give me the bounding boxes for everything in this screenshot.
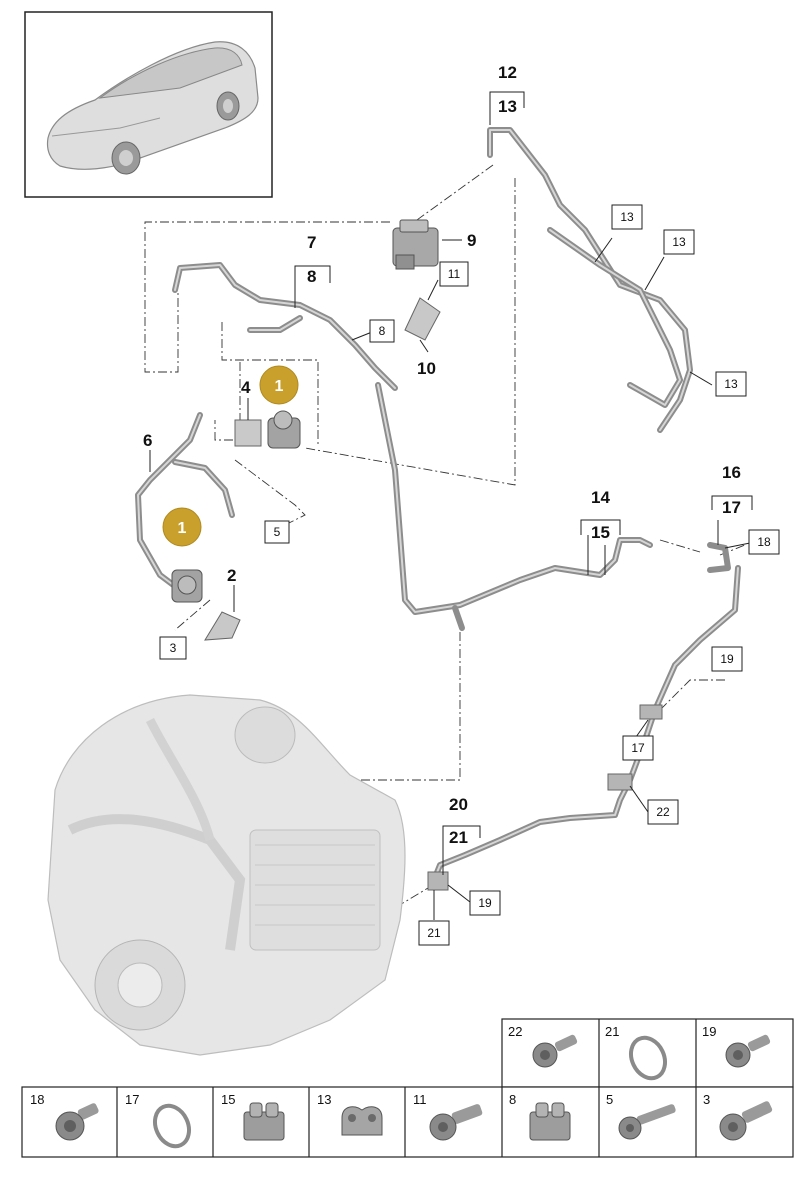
svg-text:19: 19: [702, 1024, 716, 1039]
callout-14: 14: [591, 488, 610, 507]
svg-text:17: 17: [125, 1092, 139, 1107]
hardware-cell-3: 3: [703, 1092, 773, 1141]
svg-text:17: 17: [631, 741, 645, 755]
engine-illustration: [47, 694, 406, 1056]
valve-9-icon: [392, 219, 439, 270]
callout-15: 15: [591, 523, 610, 542]
hardware-cell-17: 17: [125, 1092, 192, 1149]
badge-lower-circle: [162, 507, 202, 547]
svg-text:11: 11: [448, 267, 461, 281]
clip-icon: [243, 1102, 285, 1141]
hardware-cell-19: 19: [702, 1024, 771, 1068]
callout-6: 6: [143, 431, 152, 450]
svg-text:19: 19: [720, 652, 734, 666]
clip-icon: [529, 1102, 571, 1141]
hardware-cell-5: 5: [606, 1092, 676, 1140]
hardware-cell-8: 8: [509, 1092, 571, 1141]
svg-text:22: 22: [508, 1024, 522, 1039]
svg-text:18: 18: [30, 1092, 44, 1107]
bracket-3-icon: [204, 611, 241, 641]
callout-8: 8: [307, 267, 316, 286]
callout-13: 13: [498, 97, 517, 116]
badge-upper: 1: [275, 378, 284, 395]
svg-text:13: 13: [317, 1092, 331, 1107]
hardware-cell-15: 15: [221, 1092, 285, 1141]
auxiliary-pump-upper-icon: [234, 410, 301, 449]
box-13b: 13: [663, 229, 695, 255]
bolt-icon: [725, 1034, 771, 1068]
box-21: 21: [418, 920, 450, 946]
car-thumbnail: [24, 11, 273, 198]
bolt-icon: [55, 1103, 99, 1141]
callout-4: 4: [241, 378, 251, 397]
svg-text:3: 3: [703, 1092, 710, 1107]
bolt-icon: [429, 1104, 483, 1141]
components: [47, 219, 663, 1056]
svg-text:3: 3: [170, 641, 177, 655]
box-13a: 13: [611, 204, 643, 230]
svg-text:13: 13: [620, 210, 634, 224]
box-3: 3: [159, 636, 187, 660]
box-18: 18: [748, 529, 780, 555]
bracket-10-icon: [404, 297, 441, 341]
badge-lower: 1: [178, 520, 187, 537]
box-19b: 19: [469, 890, 501, 916]
callout-leaders: [149, 91, 753, 920]
auxiliary-pump-lower-icon: [171, 569, 203, 603]
boxed-labels: 13 13 13 11 8 5 3 18 19 17 22 19 21: [159, 204, 780, 946]
box-13c: 13: [715, 371, 747, 397]
svg-text:13: 13: [672, 235, 686, 249]
hardware-table: 22 21 19 18: [21, 1018, 794, 1158]
box-22: 22: [647, 799, 679, 825]
svg-text:15: 15: [221, 1092, 235, 1107]
clip-icon: [341, 1106, 383, 1136]
seal-ring-icon: [152, 1103, 192, 1149]
hardware-cell-11: 11: [413, 1092, 483, 1141]
hardware-cell-18: 18: [30, 1092, 99, 1141]
clamp-17-icon: [639, 704, 663, 720]
svg-text:13: 13: [724, 377, 738, 391]
highlight-badges: 1 1: [162, 365, 299, 547]
bolt-icon: [719, 1101, 773, 1141]
svg-text:11: 11: [413, 1092, 427, 1107]
badge-upper-circle: [259, 365, 299, 405]
svg-text:22: 22: [656, 805, 670, 819]
svg-text:21: 21: [427, 926, 441, 940]
svg-text:5: 5: [274, 525, 281, 539]
svg-text:19: 19: [478, 896, 492, 910]
hardware-cell-22: 22: [508, 1024, 578, 1068]
callout-7: 7: [307, 233, 316, 252]
svg-text:21: 21: [605, 1024, 619, 1039]
hardware-cell-21: 21: [605, 1024, 668, 1081]
screw-icon: [618, 1104, 676, 1140]
callout-2: 2: [227, 566, 236, 585]
callout-21: 21: [449, 828, 468, 847]
callout-17: 17: [722, 498, 741, 517]
callout-12: 12: [498, 63, 517, 82]
hardware-cell-13: 13: [317, 1092, 383, 1136]
seal-ring-icon: [628, 1035, 668, 1081]
box-17: 17: [622, 735, 654, 761]
clamp-21-icon: [427, 871, 449, 891]
svg-text:8: 8: [379, 324, 386, 338]
callout-10: 10: [417, 359, 436, 378]
callout-9: 9: [467, 231, 476, 250]
box-8: 8: [369, 319, 395, 343]
coolant-lines: [135, 127, 741, 888]
callout-16: 16: [722, 463, 741, 482]
box-19a: 19: [711, 646, 743, 672]
bolt-icon: [532, 1034, 578, 1068]
svg-text:8: 8: [509, 1092, 516, 1107]
clamp-22-icon: [607, 773, 633, 791]
svg-text:5: 5: [606, 1092, 613, 1107]
box-11: 11: [439, 261, 469, 287]
callout-numbers: 12 13 7 8 9 10 4 6 2 14 15 16 17 20 21: [143, 63, 741, 847]
svg-text:18: 18: [757, 535, 771, 549]
callout-20: 20: [449, 795, 468, 814]
box-5: 5: [264, 520, 290, 544]
